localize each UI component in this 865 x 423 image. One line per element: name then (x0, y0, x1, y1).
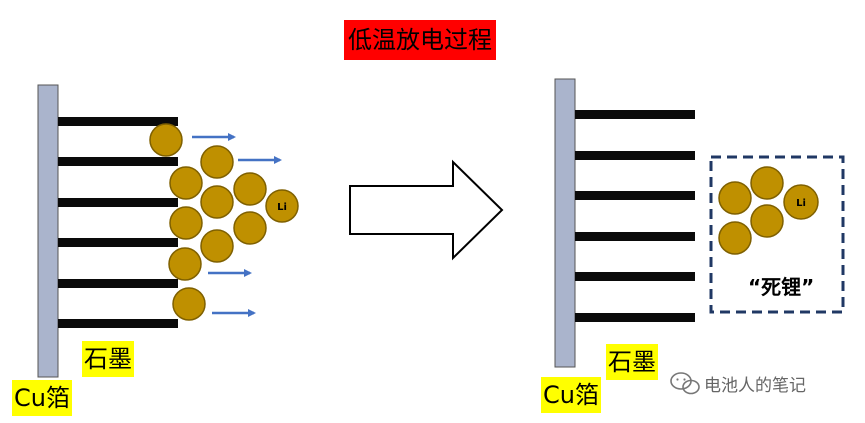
left-li-label: Li (277, 202, 287, 213)
lithium-particle (169, 166, 203, 200)
left-graphite-layer (58, 157, 178, 166)
right-graphite-layers (575, 110, 695, 322)
right-li-label: Li (796, 198, 806, 209)
right-graphite-layer (575, 232, 695, 241)
transition-arrow (349, 159, 504, 261)
lithium-particle (169, 206, 203, 240)
left-graphite-layers (58, 117, 178, 328)
left-graphite-layer (58, 279, 178, 288)
dead-lithium-particles (718, 166, 819, 255)
left-graphite-layer (58, 198, 178, 207)
lithium-particle (233, 211, 267, 245)
dead-lithium-label: “死锂” (748, 275, 815, 299)
left-graphite-layer (58, 238, 178, 247)
right-panel: Li (554, 78, 845, 368)
watermark-icon-spacer (668, 372, 698, 394)
diagram-title: 低温放电过程 (344, 20, 496, 60)
lithium-particle (265, 189, 299, 223)
dead-lithium-particle (718, 181, 752, 215)
left-cu-foil-label: Cu箔 (12, 380, 72, 416)
dead-lithium-particle (750, 204, 784, 238)
lithium-particle (172, 287, 206, 321)
left-panel: Li (37, 84, 299, 378)
lithium-particle (200, 185, 234, 219)
dead-lithium-particle (718, 221, 752, 255)
lithium-particle (233, 172, 267, 206)
left-cu-foil (37, 84, 59, 378)
left-graphite-layer (58, 319, 178, 328)
lithium-particle (200, 229, 234, 263)
right-graphite-layer (575, 191, 695, 200)
right-graphite-layer (575, 151, 695, 160)
lithium-particle (168, 247, 202, 281)
right-cu-foil (554, 78, 576, 368)
lithium-particle (200, 145, 234, 179)
right-cu-foil-label: Cu箔 (541, 377, 601, 413)
dead-lithium-particle (750, 166, 784, 200)
dead-lithium-box (709, 155, 845, 314)
watermark: 电池人的笔记 (668, 368, 806, 398)
dead-lithium-particle (783, 184, 819, 220)
right-graphite-label: 石墨 (606, 344, 658, 380)
left-graphite-label: 石墨 (82, 341, 134, 377)
lithium-particle (149, 123, 183, 157)
left-graphite-layer (58, 117, 178, 126)
left-ion-flow-arrows (192, 133, 282, 317)
right-graphite-layer (575, 272, 695, 281)
right-graphite-layer (575, 110, 695, 119)
wechat-icon (670, 372, 700, 395)
left-lithium-deposits (149, 123, 299, 321)
watermark-text: 电池人的笔记 (704, 375, 806, 396)
right-graphite-layer (575, 313, 695, 322)
